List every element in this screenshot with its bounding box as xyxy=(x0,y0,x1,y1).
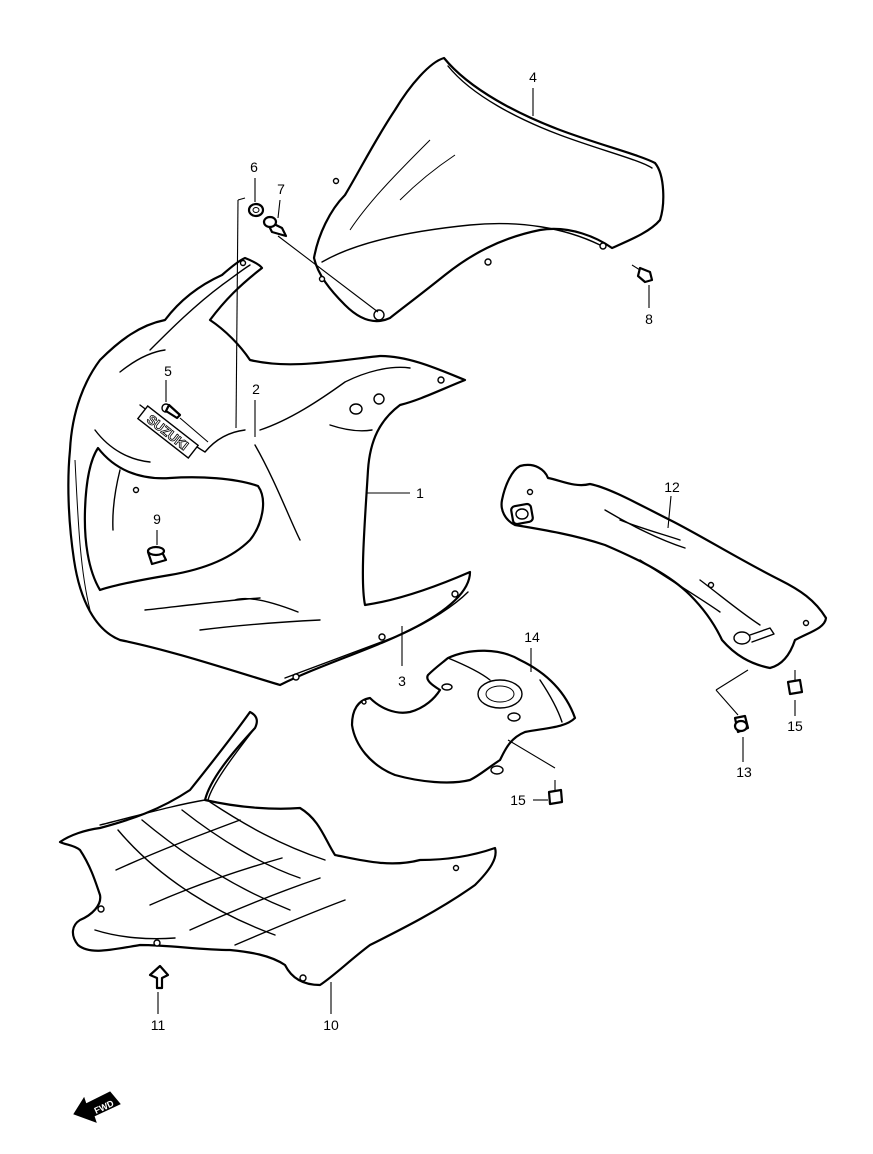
upper-cowling-part-1: SUZUKI xyxy=(67,256,472,687)
callout-5: 5 xyxy=(164,363,172,379)
callout-13: 13 xyxy=(736,764,752,780)
duct-cover-part-14 xyxy=(350,649,577,784)
callout-2: 2 xyxy=(252,381,260,397)
callout-12: 12 xyxy=(664,479,680,495)
bolt-part-15-right xyxy=(786,670,804,696)
leader-lines xyxy=(156,88,796,1014)
callout-14: 14 xyxy=(524,629,540,645)
callout-9: 9 xyxy=(153,511,161,527)
callout-3: 3 xyxy=(398,673,406,689)
fwd-arrow-icon: FWD xyxy=(73,1091,121,1123)
callout-15-right: 15 xyxy=(787,718,803,734)
callout-10: 10 xyxy=(323,1017,339,1033)
windscreen-part-4 xyxy=(312,56,665,323)
clip-part-11 xyxy=(148,964,170,990)
inner-panel-part-12 xyxy=(500,463,828,670)
nut-part-6 xyxy=(247,202,265,218)
callout-11: 11 xyxy=(151,1017,166,1033)
bolt-part-13 xyxy=(733,714,750,734)
collar-part-7 xyxy=(262,215,288,238)
callout-labels: 4 6 7 2 5 1 9 3 8 12 14 15 15 13 11 10 xyxy=(151,69,803,1033)
callout-6: 6 xyxy=(250,159,258,175)
grommet-part-9 xyxy=(146,545,168,566)
callout-4: 4 xyxy=(529,69,537,85)
callout-1: 1 xyxy=(416,485,424,501)
bolt-part-15-lower xyxy=(547,780,564,806)
callout-7: 7 xyxy=(277,181,285,197)
callout-15-lower: 15 xyxy=(510,792,526,808)
callout-8: 8 xyxy=(645,311,653,327)
screw-part-5 xyxy=(161,403,182,420)
under-cowling-part-10 xyxy=(58,710,497,987)
screw-part-8 xyxy=(631,264,654,284)
